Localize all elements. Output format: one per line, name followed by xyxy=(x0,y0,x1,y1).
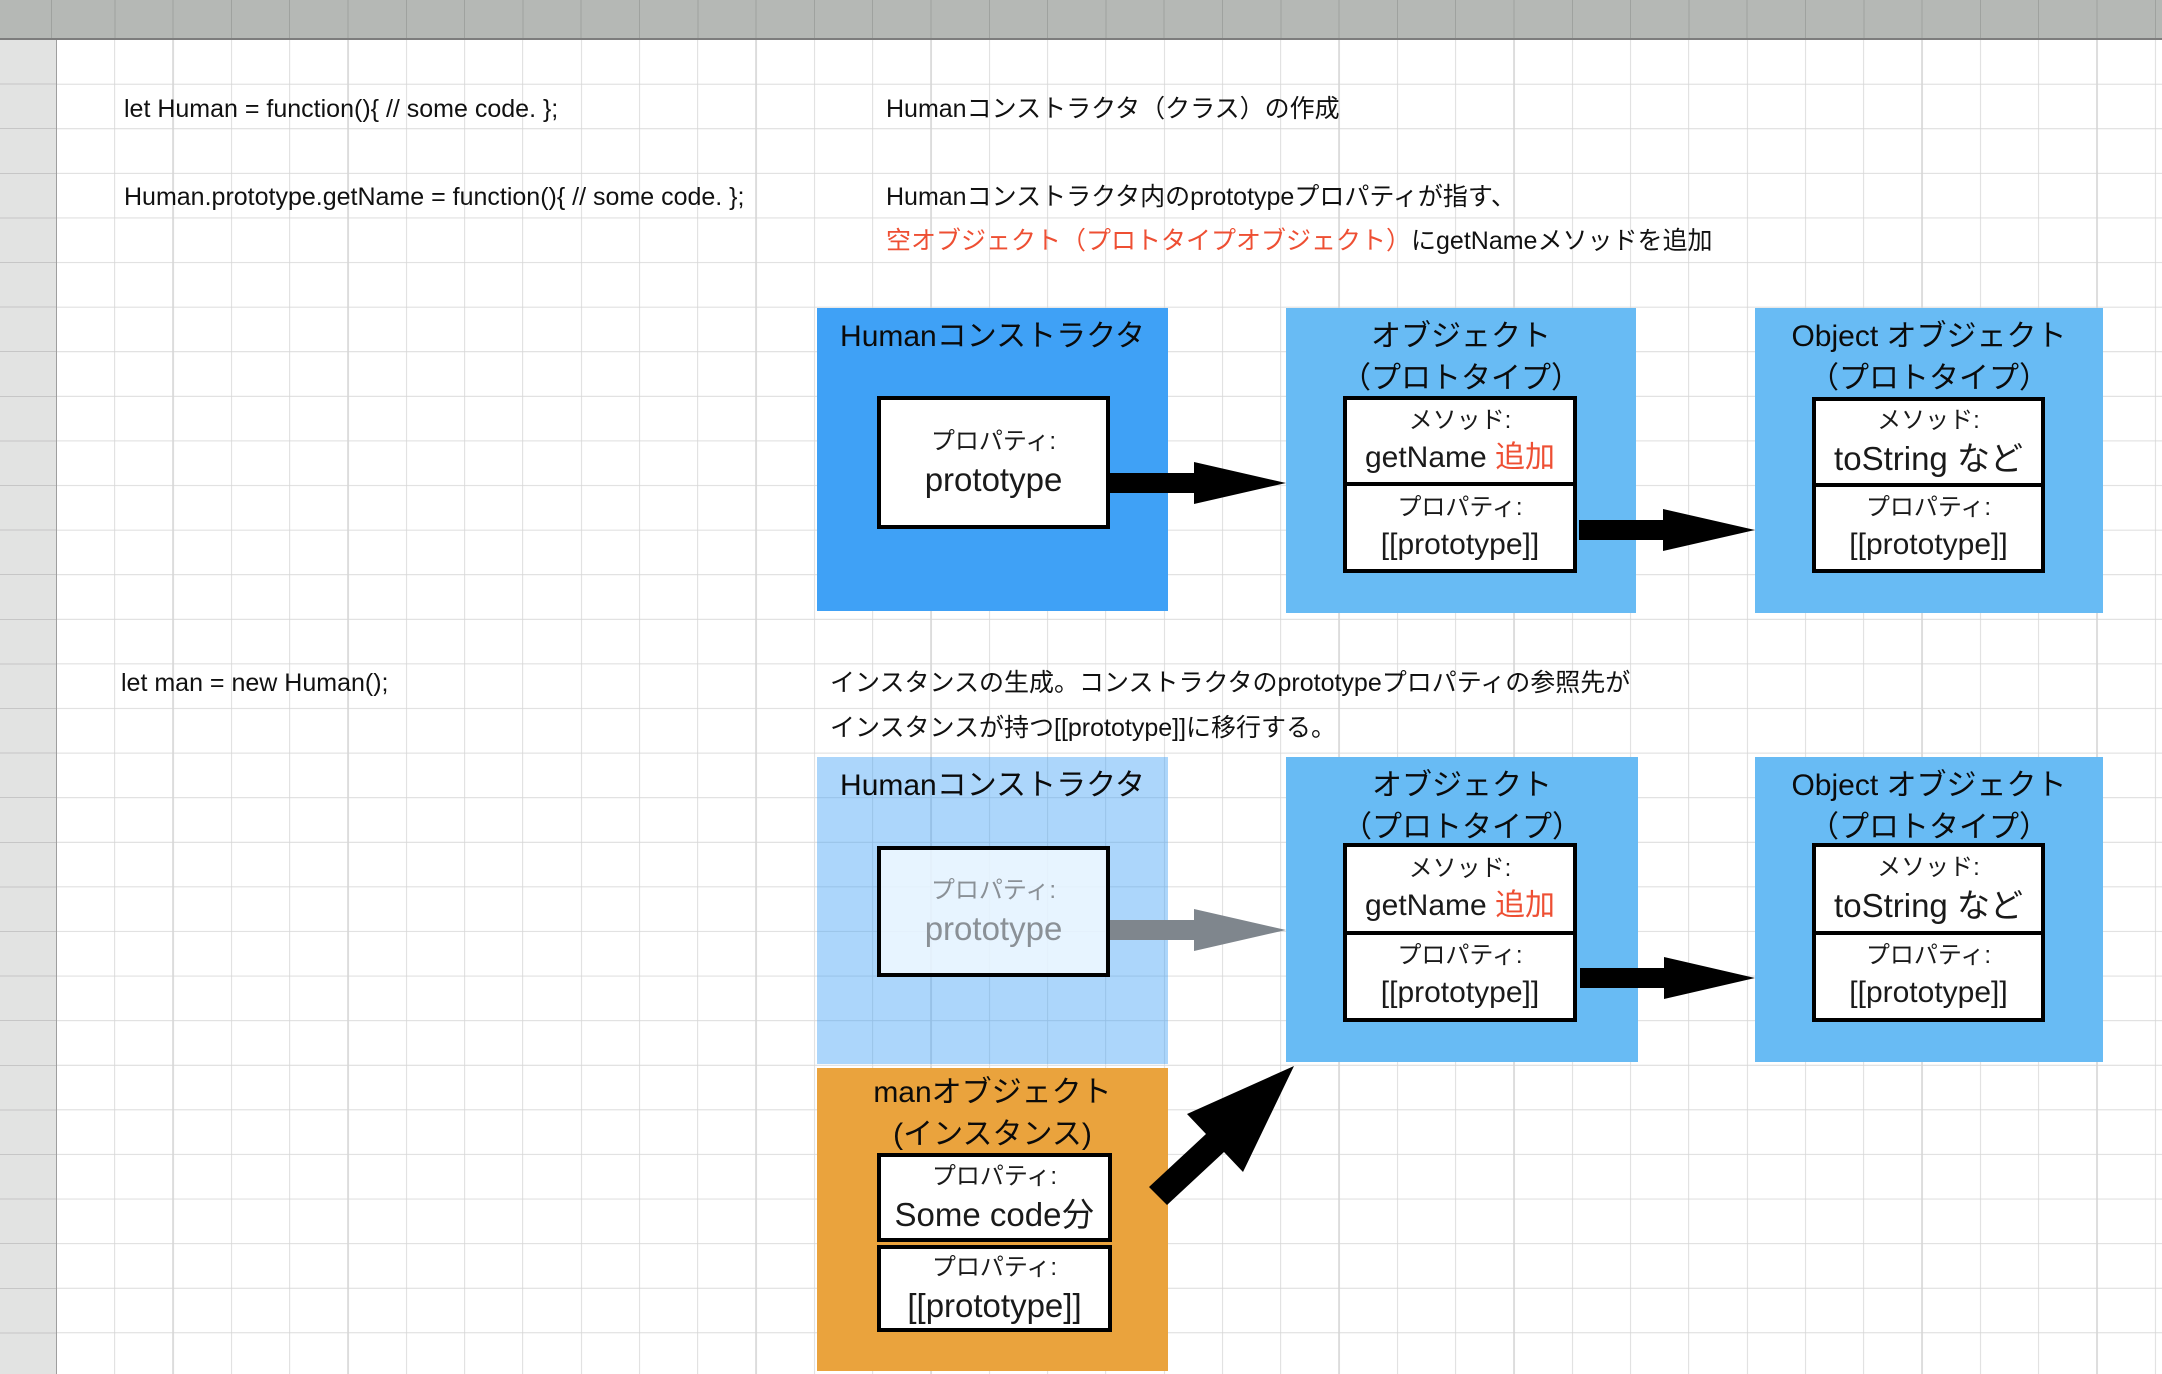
man-instance-box[interactable]: manオブジェクト (インスタンス) プロパティ: Some code分 プロパ… xyxy=(817,1068,1168,1371)
human-constructor-box-2-faded[interactable]: Humanコンストラクタ プロパティ: prototype xyxy=(817,757,1168,1064)
code-line-1: let Human = function(){ // some code. }; xyxy=(124,95,559,123)
compartment-divider xyxy=(1347,482,1573,487)
note-step2-rest-text: にgetNameメソッドを追加 xyxy=(1411,227,1713,255)
note-step2-red-text: 空オブジェクト（プロトタイプオブジェクト） xyxy=(886,227,1412,255)
method-label: メソッド: xyxy=(1408,854,1512,882)
property-compartment: プロパティ: [[prototype]] xyxy=(1347,486,1573,569)
prototype-object-title-line1: オブジェクト xyxy=(1371,320,1551,353)
prototype-object-box-2[interactable]: オブジェクト （プロトタイプ） メソッド: getName 追加 プロパティ: … xyxy=(1286,757,1638,1062)
property-value: [[prototype]] xyxy=(1849,976,2008,1010)
object-prototype-box-1[interactable]: Object オブジェクト （プロトタイプ） メソッド: toString など… xyxy=(1755,308,2103,613)
prototype-object-inner-1: メソッド: getName 追加 プロパティ: [[prototype]] xyxy=(1343,396,1577,573)
object-prototype-box-2[interactable]: Object オブジェクト （プロトタイプ） メソッド: toString など… xyxy=(1755,757,2103,1062)
note-step1: Humanコンストラクタ（クラス）の作成 xyxy=(886,95,1340,123)
prototype-object-box-1[interactable]: オブジェクト （プロトタイプ） メソッド: getName 追加 プロパティ: … xyxy=(1286,308,1636,613)
property-value: [[prototype]] xyxy=(1380,527,1540,561)
method-added-badge: 追加 xyxy=(1495,441,1556,474)
note-step3-line2: インスタンスが持つ[[prototype]]に移行する。 xyxy=(830,714,1337,742)
property-value: [[prototype]] xyxy=(1849,527,2008,561)
prototype-object-title-line2: （プロトタイプ） xyxy=(1342,811,1582,844)
property-label: プロパティ: xyxy=(930,427,1057,455)
human-constructor-box-1[interactable]: Humanコンストラクタ プロパティ: prototype xyxy=(817,308,1168,611)
property-value: [[prototype]] xyxy=(1380,976,1540,1010)
code-line-3: let man = new Human(); xyxy=(121,669,389,697)
property-label: プロパティ: xyxy=(1865,493,1992,521)
method-compartment: メソッド: getName 追加 xyxy=(1347,400,1573,482)
compartment-divider xyxy=(1816,482,2041,487)
property-compartment: プロパティ: [[prototype]] xyxy=(1347,935,1573,1018)
note-step3-line1: インスタンスの生成。コンストラクタのprototypeプロパティの参照先が xyxy=(830,669,1631,697)
property-value: prototype xyxy=(924,460,1063,498)
human-constructor-title-2: Humanコンストラクタ xyxy=(840,769,1145,802)
method-label: メソッド: xyxy=(1877,853,1980,881)
property-label: プロパティ: xyxy=(930,876,1057,904)
property-value: Some code分 xyxy=(894,1195,1095,1233)
property-label: プロパティ: xyxy=(1397,493,1523,521)
human-prototype-property-box-2-faded: プロパティ: prototype xyxy=(877,846,1110,977)
man-property-box-1: プロパティ: Some code分 xyxy=(877,1153,1112,1242)
code-line-2: Human.prototype.getName = function(){ //… xyxy=(124,183,745,211)
object-prototype-title-line2: （プロトタイプ） xyxy=(1809,811,2049,844)
object-prototype-title-line1: Object オブジェクト xyxy=(1791,320,2067,353)
compartment-divider xyxy=(1347,930,1573,935)
property-compartment: プロパティ: [[prototype]] xyxy=(1816,935,2041,1018)
method-label: メソッド: xyxy=(1408,407,1512,434)
human-prototype-property-box-1: プロパティ: prototype xyxy=(877,396,1110,529)
man-property-box-2: プロパティ: [[prototype]] xyxy=(877,1245,1112,1332)
property-value: [[prototype]] xyxy=(907,1286,1082,1324)
method-compartment: メソッド: toString など xyxy=(1816,847,2041,931)
property-label: プロパティ: xyxy=(1397,942,1523,970)
method-label: メソッド: xyxy=(1877,406,1980,434)
property-value: prototype xyxy=(924,909,1063,947)
method-name: getName xyxy=(1364,888,1487,922)
method-compartment: メソッド: getName 追加 xyxy=(1347,847,1573,931)
property-label: プロパティ: xyxy=(931,1162,1058,1190)
man-instance-title-line1: manオブジェクト xyxy=(873,1076,1112,1109)
method-value: getName 追加 xyxy=(1365,889,1555,923)
method-added-badge: 追加 xyxy=(1495,888,1556,922)
row-header-bar[interactable] xyxy=(0,40,57,1374)
method-value: toString など xyxy=(1834,886,2023,924)
prototype-object-title-line1: オブジェクト xyxy=(1372,769,1552,802)
human-constructor-title-1: Humanコンストラクタ xyxy=(840,320,1145,353)
property-label: プロパティ: xyxy=(931,1253,1058,1281)
method-value: getName 追加 xyxy=(1365,441,1555,475)
object-prototype-title-line2: （プロトタイプ） xyxy=(1809,362,2049,395)
object-prototype-inner-1: メソッド: toString など プロパティ: [[prototype]] xyxy=(1812,397,2045,573)
compartment-divider xyxy=(1816,930,2041,935)
method-compartment: メソッド: toString など xyxy=(1816,401,2041,483)
property-compartment: プロパティ: [[prototype]] xyxy=(1816,487,2041,569)
object-prototype-title-line1: Object オブジェクト xyxy=(1791,769,2067,802)
object-prototype-inner-2: メソッド: toString など プロパティ: [[prototype]] xyxy=(1812,843,2045,1022)
note-step2-line1: Humanコンストラクタ内のprototypeプロパティが指す、 xyxy=(886,183,1516,211)
method-value: toString など xyxy=(1834,439,2023,477)
method-name: getName xyxy=(1364,441,1487,474)
note-step2-line2: 空オブジェクト（プロトタイプオブジェクト）にgetNameメソッドを追加 xyxy=(886,226,1712,256)
property-label: プロパティ: xyxy=(1865,942,1992,970)
prototype-object-inner-2: メソッド: getName 追加 プロパティ: [[prototype]] xyxy=(1343,843,1577,1022)
prototype-object-title-line2: （プロトタイプ） xyxy=(1341,362,1581,395)
column-header-bar[interactable] xyxy=(0,0,2162,40)
man-instance-title-line2: (インスタンス) xyxy=(893,1118,1092,1151)
